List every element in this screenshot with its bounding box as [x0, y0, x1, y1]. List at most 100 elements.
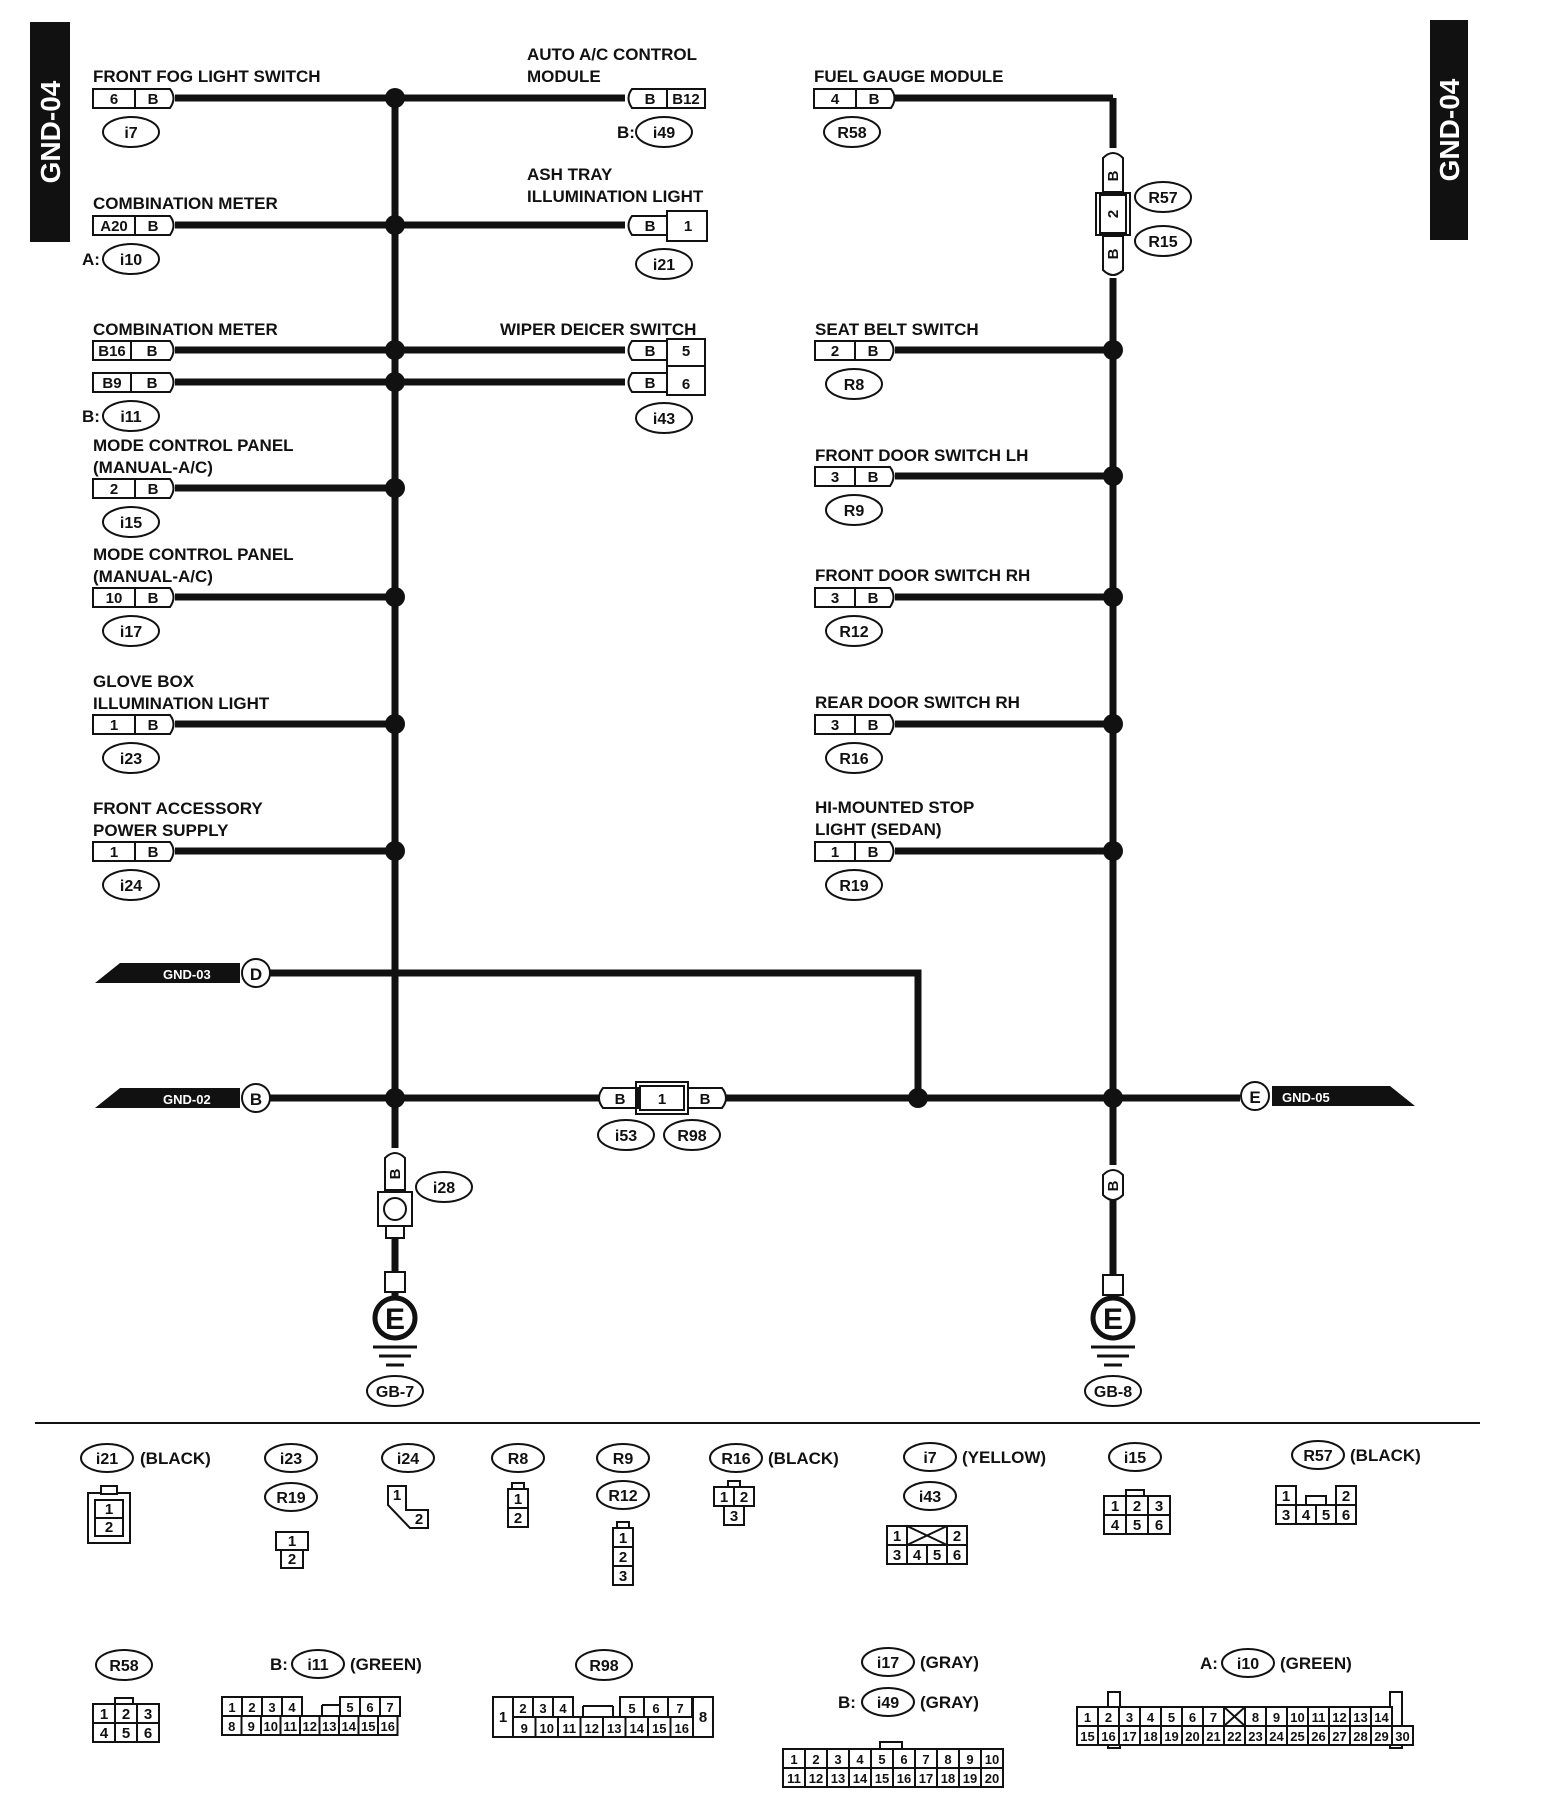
- pin-number: 28: [1353, 1729, 1367, 1744]
- fuel-gauge-module: FUEL GAUGE MODULE 4 B R58: [813, 67, 1004, 148]
- svg-text:i21: i21: [653, 257, 675, 274]
- pin-number: 11: [787, 1771, 801, 1786]
- pin-number: 25: [1290, 1729, 1304, 1744]
- svg-text:(BLACK): (BLACK): [768, 1449, 839, 1468]
- svg-text:LIGHT (SEDAN): LIGHT (SEDAN): [815, 820, 942, 839]
- svg-text:MODULE: MODULE: [527, 67, 601, 86]
- svg-text:3: 3: [1282, 1507, 1290, 1524]
- svg-text:6: 6: [1155, 1517, 1163, 1534]
- svg-text:R58: R58: [109, 1658, 138, 1675]
- front-door-switch-lh: FRONT DOOR SWITCH LH 3 B R9: [814, 446, 1028, 526]
- pin-number: 10: [264, 1719, 278, 1734]
- svg-text:i7: i7: [923, 1450, 936, 1467]
- svg-text:B: B: [148, 590, 159, 607]
- svg-text:(BLACK): (BLACK): [140, 1449, 211, 1468]
- svg-text:2: 2: [122, 1706, 130, 1723]
- svg-text:i24: i24: [120, 878, 142, 895]
- pin-number: 9: [521, 1721, 528, 1736]
- svg-text:i43: i43: [653, 411, 675, 428]
- svg-text:B:: B:: [82, 407, 100, 426]
- svg-text:(BLACK): (BLACK): [1350, 1446, 1421, 1465]
- svg-text:6: 6: [1342, 1507, 1350, 1524]
- offpage-gnd05: E GND-05: [1240, 1081, 1415, 1111]
- pin-number: 12: [303, 1719, 317, 1734]
- svg-text:2: 2: [105, 1519, 113, 1536]
- legend-i23-r19: i23 R19 1 2: [264, 1443, 318, 1569]
- svg-text:6: 6: [110, 91, 118, 108]
- svg-text:MODE CONTROL PANEL: MODE CONTROL PANEL: [93, 436, 294, 455]
- svg-text:i15: i15: [1124, 1450, 1146, 1467]
- svg-text:i15: i15: [120, 515, 142, 532]
- svg-text:3: 3: [831, 469, 839, 486]
- pin-number: 6: [366, 1700, 373, 1715]
- svg-text:B: B: [645, 218, 656, 235]
- svg-text:i23: i23: [120, 751, 142, 768]
- pin-number: 14: [342, 1719, 357, 1734]
- pin-number: 5: [346, 1700, 353, 1715]
- svg-text:GB-7: GB-7: [376, 1384, 414, 1401]
- wiper-deicer-switch: WIPER DEICER SWITCH B B 5 6 i43: [500, 320, 706, 434]
- glove-box-illumination-light: GLOVE BOX ILLUMINATION LIGHT 1 B i23: [92, 672, 270, 774]
- pin-number: 5: [628, 1701, 635, 1716]
- svg-text:(GREEN): (GREEN): [350, 1655, 422, 1674]
- front-door-switch-rh: FRONT DOOR SWITCH RH 3 B R12: [814, 566, 1030, 647]
- svg-text:POWER SUPPLY: POWER SUPPLY: [93, 821, 229, 840]
- svg-text:B: B: [148, 717, 159, 734]
- pin-number: 20: [1185, 1729, 1199, 1744]
- svg-text:1: 1: [658, 1091, 666, 1108]
- svg-text:5: 5: [1322, 1507, 1330, 1524]
- offpage-gnd02: GND-02 B: [95, 1083, 271, 1113]
- svg-text:FUEL GAUGE MODULE: FUEL GAUGE MODULE: [814, 67, 1004, 86]
- svg-text:B: B: [148, 481, 159, 498]
- pin-number: 13: [1353, 1710, 1367, 1725]
- svg-text:B: B: [1105, 170, 1122, 181]
- pin-number: 13: [831, 1771, 845, 1786]
- pin-number: 20: [985, 1771, 999, 1786]
- svg-text:3: 3: [893, 1547, 901, 1564]
- svg-text:E: E: [1249, 1088, 1260, 1107]
- svg-text:COMBINATION METER: COMBINATION METER: [93, 194, 278, 213]
- pin-cell: [377, 1715, 399, 1736]
- pin-number: 3: [268, 1700, 275, 1715]
- svg-text:R16: R16: [721, 1451, 750, 1468]
- svg-text:i10: i10: [1237, 1656, 1259, 1673]
- legend-r9-r12: R9 R12 1 2 3: [596, 1443, 650, 1586]
- svg-text:R9: R9: [613, 1451, 634, 1468]
- svg-text:B: B: [615, 1091, 626, 1108]
- svg-text:B16: B16: [98, 343, 126, 360]
- svg-text:1: 1: [831, 844, 839, 861]
- pin-number: 9: [1273, 1710, 1280, 1725]
- svg-text:2: 2: [288, 1551, 296, 1568]
- svg-text:R9: R9: [844, 503, 865, 520]
- svg-text:GND-03: GND-03: [163, 967, 211, 982]
- pin-number: 2: [812, 1752, 819, 1767]
- svg-text:5: 5: [933, 1547, 941, 1564]
- svg-text:FRONT FOG LIGHT SWITCH: FRONT FOG LIGHT SWITCH: [93, 67, 321, 86]
- svg-text:B: B: [147, 375, 158, 392]
- pin-number: 8: [228, 1719, 235, 1734]
- svg-text:4: 4: [1111, 1517, 1120, 1534]
- pin-number: 6: [652, 1701, 659, 1716]
- pin-number: 13: [607, 1721, 621, 1736]
- pin-number: 5: [1168, 1710, 1175, 1725]
- svg-text:B: B: [148, 91, 159, 108]
- pin-number: 3: [539, 1701, 546, 1716]
- svg-text:B9: B9: [102, 375, 121, 392]
- svg-text:i11: i11: [307, 1657, 328, 1674]
- pin-number: 13: [322, 1719, 336, 1734]
- pin-number: 9: [966, 1752, 973, 1767]
- svg-text:i7: i7: [124, 125, 137, 142]
- pin-number: 4: [856, 1752, 864, 1767]
- ground-gb7: E GB-7: [366, 1271, 424, 1407]
- pin-number: 16: [897, 1771, 911, 1786]
- svg-text:2: 2: [619, 1549, 627, 1566]
- pin-number: 18: [941, 1771, 955, 1786]
- svg-text:1: 1: [1111, 1498, 1119, 1515]
- svg-text:B: B: [868, 469, 879, 486]
- svg-text:R8: R8: [844, 377, 865, 394]
- front-accessory-power-supply: FRONT ACCESSORY POWER SUPPLY 1 B i24: [92, 799, 263, 901]
